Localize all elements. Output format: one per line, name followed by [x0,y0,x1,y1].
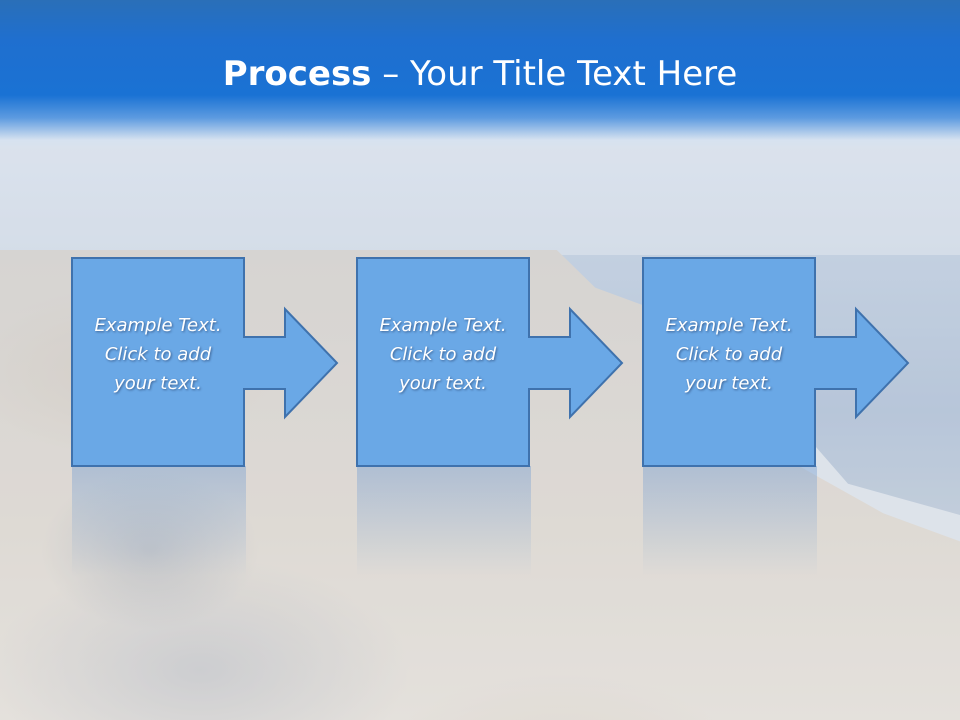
slide-title[interactable]: Process – Your Title Text Here [0,52,960,96]
step-2-reflection [357,466,531,576]
title-band [0,0,960,148]
step-3-text[interactable]: Example Text. Click to add your text. [650,311,808,398]
process-step-3[interactable]: Example Text. Click to add your text. [642,257,960,467]
slide-title-bold: Process [222,54,372,94]
process-step-2[interactable]: Example Text. Click to add your text. [356,257,696,467]
slide-title-rest: – Your Title Text Here [371,54,738,94]
step-2-line-2: Click to add [389,344,497,365]
step-2-line-3: your text. [399,373,487,394]
step-2-line-1: Example Text. [379,315,507,336]
step-1-reflection [72,466,246,576]
step-3-line-3: your text. [685,373,773,394]
background-shadow [40,470,260,630]
process-step-1[interactable]: Example Text. Click to add your text. [71,257,411,467]
step-1-line-1: Example Text. [94,315,222,336]
step-3-line-2: Click to add [675,344,783,365]
step-1-line-2: Click to add [104,344,212,365]
step-3-arrow-shape [642,257,910,467]
step-1-line-3: your text. [114,373,202,394]
step-1-text[interactable]: Example Text. Click to add your text. [79,311,237,398]
step-3-line-1: Example Text. [665,315,793,336]
step-2-arrow-shape [356,257,624,467]
step-1-arrow-shape [71,257,339,467]
step-2-text[interactable]: Example Text. Click to add your text. [364,311,522,398]
step-3-reflection [643,466,817,576]
